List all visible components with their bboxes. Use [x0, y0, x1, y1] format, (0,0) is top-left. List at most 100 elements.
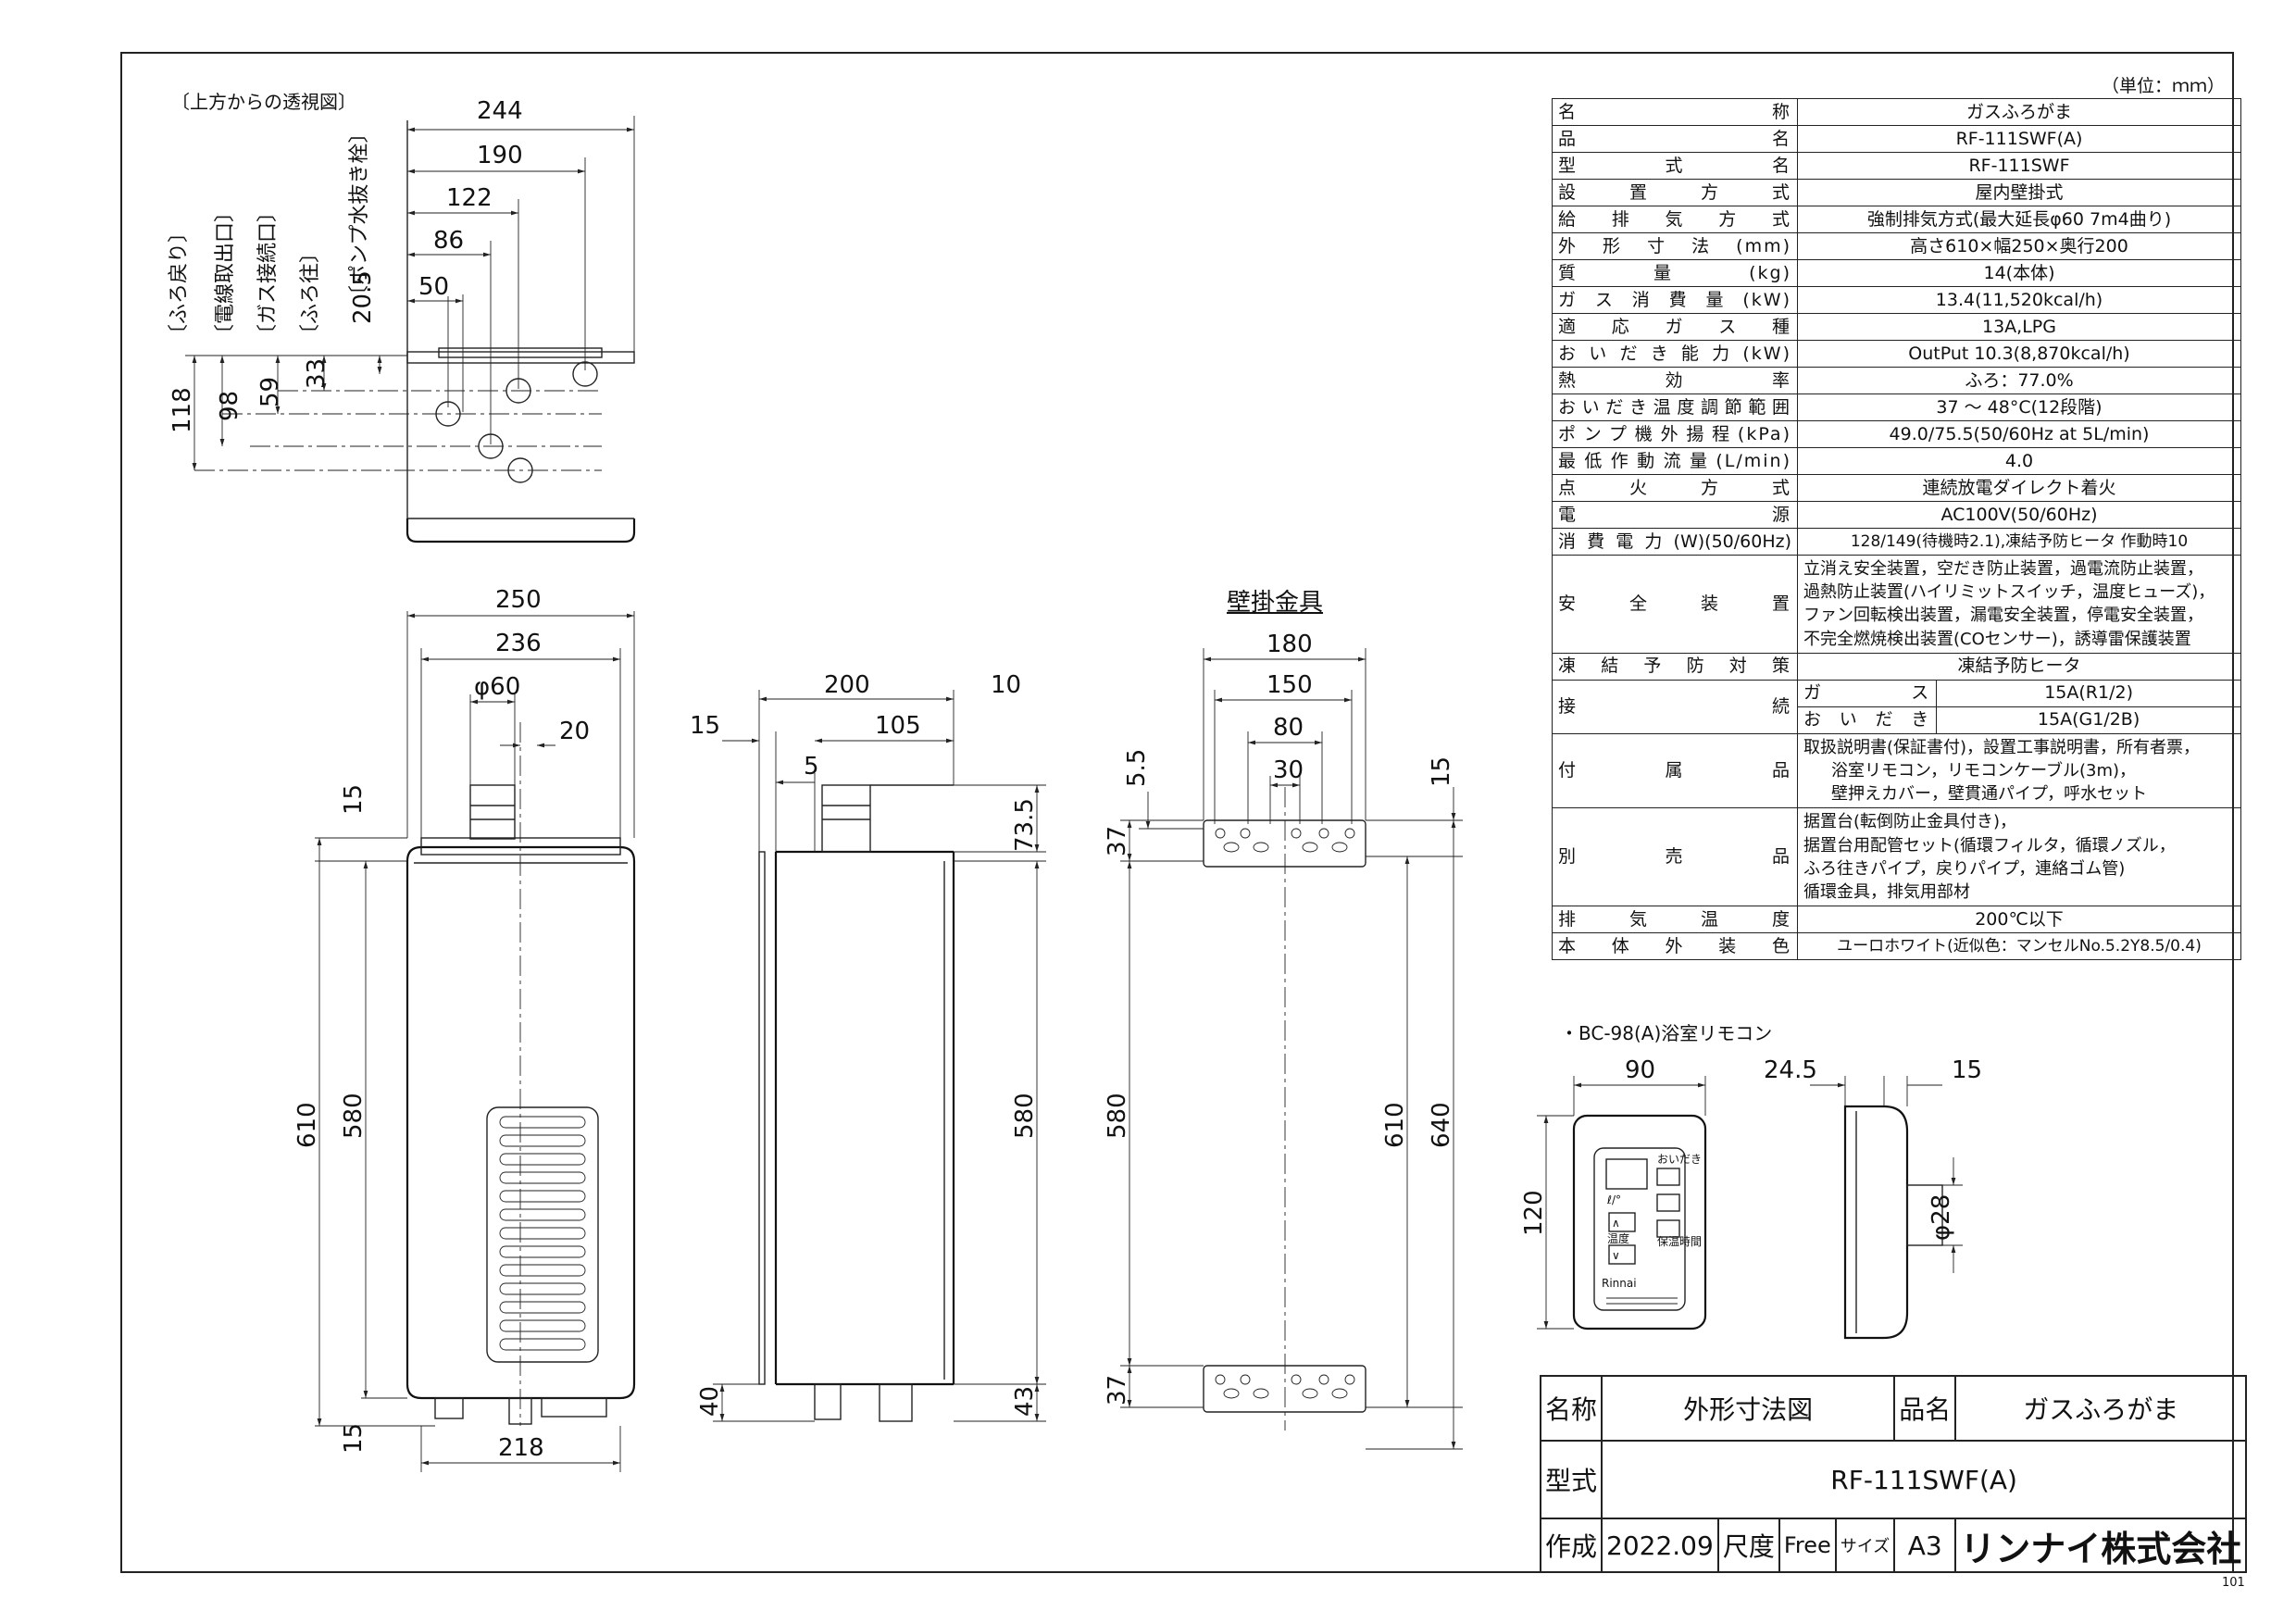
bracket-dim-37-bottom: 37 [1104, 1375, 1131, 1405]
spec-row-connection: おいだき 15A(G1/2B) [1553, 706, 2241, 734]
side-dim-43: 43 [1011, 1386, 1039, 1417]
dim-250: 250 [495, 586, 542, 614]
title-name-label: 名称 [1539, 1375, 1603, 1442]
spec-key: 設置方式 [1552, 179, 1798, 206]
remote-label-1: ℓ/° [1606, 1193, 1621, 1206]
spec-key: 適応ガス種 [1552, 313, 1798, 341]
side-dim-73-5: 73.5 [1011, 798, 1039, 852]
dim-59: 59 [256, 377, 284, 407]
safety-line: 立消え安全装置，空だき防止装置，過電流防止装置， [1803, 559, 2203, 579]
side-dim-5: 5 [804, 753, 819, 781]
dim-20-5: 20.5 [349, 270, 377, 324]
spec-subkey: おいだき [1796, 706, 1938, 734]
spec-value-multiline: 据置台(転倒防止金具付き)， 据置台用配管セット(循環フィルタ，循環ノズル， ふ… [1797, 807, 2241, 907]
title-size-label: サイズ [1834, 1518, 1896, 1573]
title-made-value: 2022.09 [1601, 1518, 1719, 1573]
remote-label-3: おいだき [1657, 1153, 1702, 1166]
unit-note: （単位：ｍｍ） [2102, 76, 2226, 96]
bracket-dim-180: 180 [1267, 631, 1313, 658]
remote-dim-phi28: φ28 [1928, 1194, 1955, 1241]
spec-row: 本体外装色ユーロホワイト(近似色：マンセルNo.5.2Y8.5/0.4) [1552, 932, 2241, 961]
spec-key: 接続 [1552, 679, 1798, 734]
front-view: 250 236 φ60 20 15 610 580 15 218 [293, 586, 636, 1472]
spec-value: AC100V(50/60Hz) [1797, 501, 2241, 529]
dim-236: 236 [495, 630, 542, 657]
spec-key: 安全装置 [1552, 555, 1798, 654]
spec-row-accessories: 付属品 取扱説明書(保証書付)，設置工事説明書，所有者票， 浴室リモコン，リモコ… [1552, 732, 2241, 809]
title-model-label: 型式 [1539, 1440, 1603, 1519]
spec-value: 13A,LPG [1797, 313, 2241, 341]
spec-key: 電源 [1552, 501, 1798, 529]
spec-key: 型式名 [1552, 152, 1798, 180]
spec-value-multiline: 取扱説明書(保証書付)，設置工事説明書，所有者票， 浴室リモコン，リモコンケーブ… [1797, 732, 2241, 809]
spec-value: 49.0/75.5(50/60Hz at 5L/min) [1797, 420, 2241, 448]
bracket-view: 180 150 80 30 5.5 15 37 580 610 640 37 [1104, 631, 1463, 1450]
dim-580: 580 [340, 1093, 368, 1139]
dim-244: 244 [477, 97, 523, 125]
spec-row: 給排気方式強制排気方式(最大延長φ60 7m4曲り) [1552, 206, 2241, 233]
spec-value: ユーロホワイト(近似色：マンセルNo.5.2Y8.5/0.4) [1797, 932, 2241, 961]
accessory-line: 取扱説明書(保証書付)，設置工事説明書，所有者票， [1803, 737, 2201, 757]
bracket-caption: 壁掛金具 [1227, 589, 1324, 617]
top-view: 244 190 122 86 50 118 98 59 33 20.5 〔ふろ戻… [168, 97, 636, 543]
spec-value: ガスふろがま [1797, 98, 2241, 126]
remote-view: ∧ ∨ ℓ/° 温度 おいだき 保温時間 Rinnai 90 24.5 15 1… [1520, 1056, 1982, 1340]
spec-row-safety: 安全装置 立消え安全装置，空だき防止装置，過電流防止装置， 過熱防止装置(ハイリ… [1552, 555, 2241, 654]
label-densen: 〔電線取出口〕 [214, 202, 237, 344]
spec-value: RF-111SWF(A) [1797, 125, 2241, 153]
company-name: リンナイ株式会社 [1954, 1518, 2248, 1573]
dim-phi60: φ60 [474, 673, 520, 701]
option-line: ふろ往きパイプ，戻りパイプ，連絡ゴム管) [1803, 858, 2126, 879]
dim-190: 190 [477, 142, 523, 169]
spec-row: おいだき能力(kW)OutPut 10.3(8,870kcal/h) [1552, 340, 2241, 368]
side-dim-580: 580 [1011, 1093, 1039, 1139]
spec-key: 質量(kg) [1552, 259, 1798, 287]
label-furo-modori: 〔ふろ戻り〕 [168, 222, 191, 344]
spec-value: 強制排気方式(最大延長φ60 7m4曲り) [1797, 206, 2241, 233]
spec-value: 屋内壁掛式 [1797, 179, 2241, 206]
page-number: 101 [2222, 1576, 2245, 1590]
spec-key: ポンプ機外揚程(kPa) [1552, 420, 1798, 448]
spec-key: 別売品 [1552, 807, 1798, 907]
option-line: 循環金具，排気用部材 [1803, 881, 1970, 902]
spec-key: ガス消費量(kW) [1552, 286, 1798, 314]
spec-key: 外形寸法(mm) [1552, 232, 1798, 260]
title-product-value: ガスふろがま [1954, 1375, 2248, 1442]
spec-key: 排気温度 [1552, 906, 1798, 934]
remote-brand: Rinnai [1602, 1277, 1637, 1290]
spec-value: 13.4(11,520kcal/h) [1797, 286, 2241, 314]
spec-row: ガス消費量(kW)13.4(11,520kcal/h) [1552, 286, 2241, 314]
spec-value: 高さ610×幅250×奥行200 [1797, 232, 2241, 260]
spec-key: 本体外装色 [1552, 932, 1798, 961]
spec-key: 付属品 [1552, 732, 1798, 809]
side-dim-10: 10 [991, 671, 1021, 699]
spec-value-multiline: 立消え安全装置，空だき防止装置，過電流防止装置， 過熱防止装置(ハイリミットスイ… [1797, 555, 2241, 654]
spec-row: 名称ガスふろがま [1552, 98, 2241, 126]
spec-key: 名称 [1552, 98, 1798, 126]
bracket-dim-30: 30 [1273, 756, 1304, 784]
spec-value: 200℃以下 [1797, 906, 2241, 934]
spec-key: 品名 [1552, 125, 1798, 153]
bracket-dim-37-top: 37 [1104, 826, 1131, 856]
remote-label-4: 保温時間 [1657, 1235, 1702, 1248]
dim-98: 98 [216, 391, 243, 421]
remote-dim-24-5: 24.5 [1764, 1056, 1817, 1084]
spec-value: OutPut 10.3(8,870kcal/h) [1797, 340, 2241, 368]
title-size-value: A3 [1893, 1518, 1957, 1573]
dim-86: 86 [433, 227, 464, 255]
safety-line: ファン回転検出装置，漏電安全装置，停電安全装置， [1803, 606, 2203, 626]
safety-line: 不完全燃焼検出装置(COセンサー)，誘導雷保護装置 [1803, 629, 2191, 649]
spec-key: おいだき能力(kW) [1552, 340, 1798, 368]
label-pump: 〔ポンプ水抜き栓〕 [348, 123, 371, 306]
spec-row-connection: 接続 ガス 15A(R1/2) [1552, 679, 2241, 734]
spec-value: 15A(G1/2B) [1936, 706, 2241, 734]
accessory-line: 浴室リモコン，リモコンケーブル(3m)， [1831, 760, 2137, 781]
bracket-dim-15: 15 [1428, 756, 1455, 787]
bracket-dim-580: 580 [1104, 1093, 1131, 1139]
spec-key: 消費電力(W)(50/60Hz) [1552, 528, 1798, 556]
dim-33: 33 [303, 358, 331, 389]
